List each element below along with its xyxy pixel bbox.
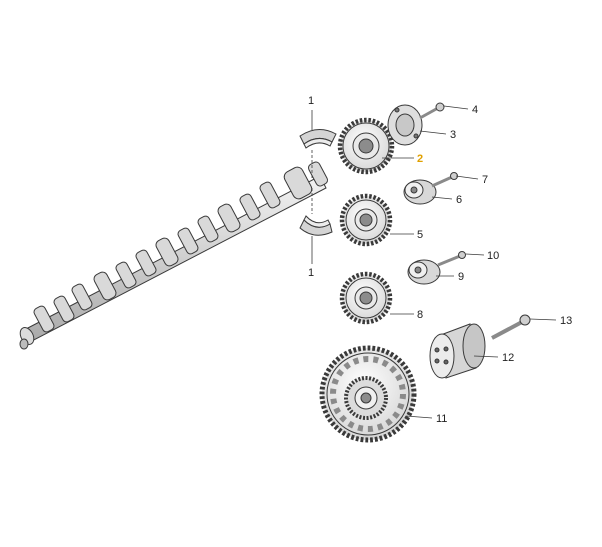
callout-3: 3	[450, 129, 456, 141]
callout-5: 5	[417, 229, 423, 241]
bearing-shell-lower[interactable]	[299, 215, 333, 236]
gear-hub-6[interactable]	[403, 179, 437, 205]
callout-8: 8	[417, 309, 423, 321]
callout-7: 7	[482, 174, 488, 186]
camshaft-lobes	[33, 161, 329, 333]
callout-2: 2	[417, 153, 423, 165]
callout-4: 4	[472, 104, 478, 116]
callout-9: 9	[458, 271, 464, 283]
gear-hub-12[interactable]	[429, 323, 486, 379]
leader-lines	[311, 105, 557, 419]
callout-1-bottom: 1	[308, 267, 314, 279]
camshaft-gear[interactable]	[337, 117, 395, 175]
callout-labels: 1 1 2 3 4 5 6 7 8 9 10 11 12 13	[308, 95, 572, 425]
callout-11: 11	[436, 413, 447, 425]
bearing-shell-upper[interactable]	[299, 129, 337, 149]
bolt-13[interactable]	[491, 314, 531, 340]
callout-12: 12	[502, 352, 514, 364]
large-drive-gear-11[interactable]	[319, 345, 417, 443]
callout-13: 13	[560, 315, 572, 327]
callout-1-top: 1	[308, 95, 314, 107]
bolt-10[interactable]	[437, 251, 466, 267]
bolt-7[interactable]	[431, 172, 458, 188]
callout-10: 10	[487, 250, 499, 262]
thrust-plate[interactable]	[387, 104, 423, 146]
idler-gear-5[interactable]	[339, 193, 393, 247]
callout-6: 6	[456, 194, 462, 206]
gear-hub-9[interactable]	[407, 259, 441, 285]
camshaft[interactable]	[17, 161, 329, 350]
bolt-4[interactable]	[419, 102, 445, 120]
idler-gear-8[interactable]	[339, 271, 393, 325]
